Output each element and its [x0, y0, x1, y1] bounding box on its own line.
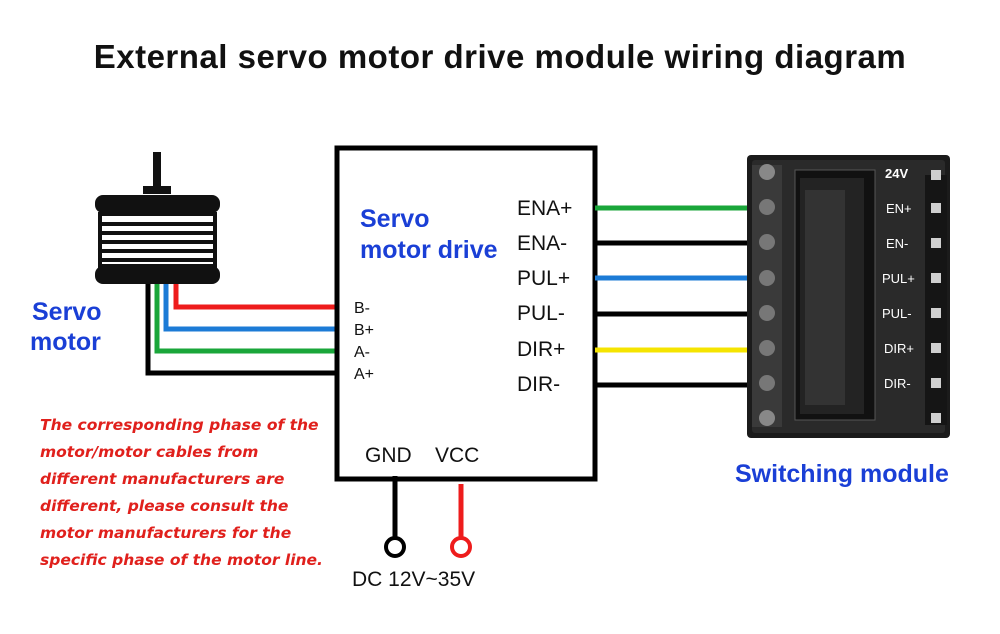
- driver-pin-ena-plus: ENA+: [517, 197, 572, 220]
- note-line: different manufacturers are: [40, 470, 285, 488]
- motor-label-line2: motor: [30, 328, 101, 356]
- servo-driver-box: [334, 145, 598, 482]
- motor-wires: [145, 284, 337, 376]
- module-pin-pul-plus: PUL+: [882, 271, 915, 286]
- driver-pin-a-plus: A+: [354, 366, 374, 383]
- driver-pin-b-plus: B+: [354, 322, 374, 339]
- module-pin-en-minus: EN-: [886, 236, 908, 251]
- module-label: Switching module: [735, 460, 949, 488]
- module-pin-pul-minus: PUL-: [882, 306, 912, 321]
- note-line: The corresponding phase of the: [40, 416, 319, 434]
- wire-red-b-minus: [173, 284, 337, 310]
- driver-pin-gnd: GND: [365, 444, 412, 467]
- note-line: motor/motor cables from: [40, 443, 259, 461]
- driver-pin-pul-minus: PUL-: [517, 302, 565, 325]
- power-leads: [384, 476, 472, 558]
- diagram-title: External servo motor drive module wiring…: [93, 38, 907, 75]
- gnd-terminal-icon: [384, 536, 406, 558]
- driver-pin-ena-minus: ENA-: [517, 232, 567, 255]
- module-pin-dir-minus: DIR-: [884, 376, 911, 391]
- power-supply-label: DC 12V~35V: [352, 568, 475, 591]
- driver-label-line2: motor drive: [360, 236, 498, 264]
- note-line: different, please consult the: [40, 497, 289, 515]
- wire-blue-b-plus: [163, 284, 337, 332]
- module-voltage-label: 24V: [885, 166, 908, 181]
- wire-black-a-plus: [145, 284, 337, 376]
- note-line: motor manufacturers for the: [40, 524, 292, 542]
- vcc-terminal-icon: [450, 536, 472, 558]
- driver-pin-a-minus: A-: [354, 344, 370, 361]
- driver-pin-vcc: VCC: [435, 444, 479, 467]
- driver-label-line1: Servo: [360, 205, 429, 233]
- driver-pin-dir-plus: DIR+: [517, 338, 565, 361]
- driver-pin-pul-plus: PUL+: [517, 267, 570, 290]
- driver-pin-b-minus: B-: [354, 300, 370, 317]
- driver-pin-dir-minus: DIR-: [517, 373, 560, 396]
- motor-label-line1: Servo: [32, 298, 101, 326]
- module-pin-dir-plus: DIR+: [884, 341, 914, 356]
- module-pin-en-plus: EN+: [886, 201, 912, 216]
- phase-warning-note: The corresponding phase of the motor/mot…: [40, 412, 340, 574]
- note-line: specific phase of the motor line.: [40, 551, 323, 569]
- switching-module-board: [747, 155, 950, 438]
- servo-motor-icon: [95, 152, 220, 284]
- wire-green-a-minus: [154, 284, 337, 354]
